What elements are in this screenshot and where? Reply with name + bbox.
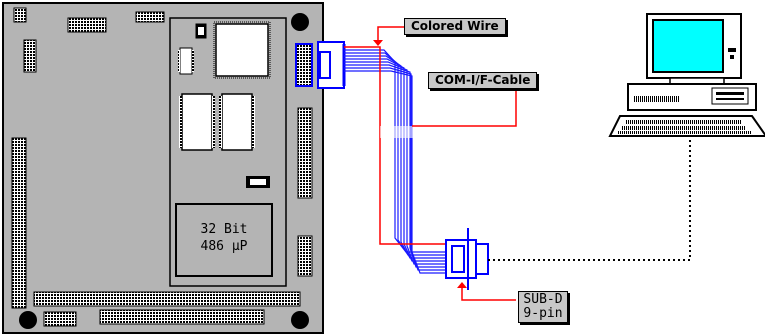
colored-wire-pointer: [377, 26, 404, 42]
pc-computer: [608, 13, 765, 137]
subd-pointer: [461, 286, 516, 301]
mounting-hole: [19, 311, 37, 329]
com-interface-cable: [317, 41, 489, 290]
cpu-board: [2, 2, 324, 334]
colored-wire-label: Colored Wire: [404, 18, 506, 35]
cpu-label-line2: 486 µP: [200, 239, 248, 254]
screen: [652, 19, 724, 73]
mounting-hole: [291, 13, 309, 31]
com-header: [295, 43, 313, 87]
colored-wire: [344, 46, 446, 245]
com-cable-label: COM-I/F-Cable: [428, 72, 538, 89]
subd-label-line1: SUB-D: [523, 292, 563, 307]
subd-label: SUB-D 9-pin: [518, 291, 568, 323]
cpu-chip: [175, 203, 273, 277]
mounting-hole: [291, 311, 309, 329]
com-cable-pointer: [412, 86, 517, 127]
serial-connection: [488, 138, 691, 261]
cpu-label-line1: 32 Bit: [200, 222, 248, 237]
subd-label-line2: 9-pin: [523, 306, 563, 321]
